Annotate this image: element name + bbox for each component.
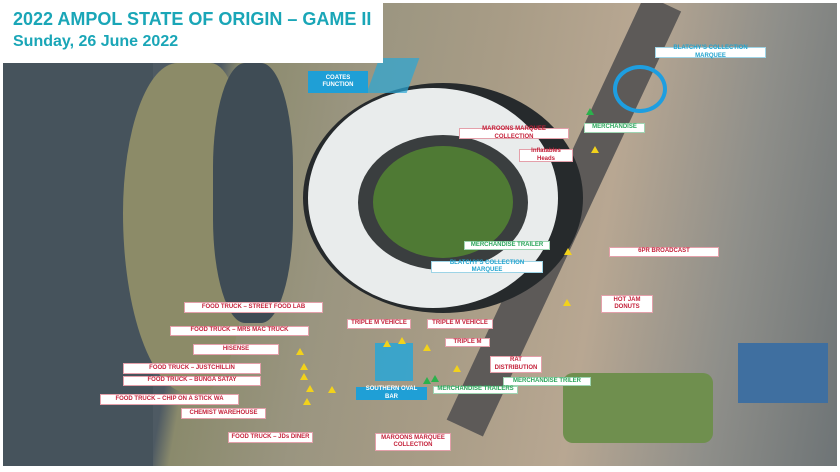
playing-oval — [373, 146, 513, 258]
label-chemist-warehouse: CHEMIST WAREHOUSE — [181, 408, 266, 419]
label-merch-trailer: MERCHANDISE TRAILER — [464, 241, 550, 250]
label-6pr-broadcast: 6PR BROADCAST — [609, 247, 719, 257]
label-chip-on-a-stick: FOOD TRUCK – CHIP ON A STICK WA — [100, 394, 239, 405]
label-blatchys-low: BLATCHY'S COLLECTION MARQUEE — [431, 260, 543, 273]
southern-oval-bar-area — [375, 343, 413, 381]
tennis-courts — [738, 343, 828, 403]
warning-marker-icon — [303, 398, 311, 405]
label-inflatables: Inflatables Heads — [519, 148, 573, 162]
label-hisense: HISENSE — [193, 344, 279, 355]
warning-marker-icon — [423, 344, 431, 351]
label-street-food-lab: FOOD TRUCK – STREET FOOD LAB — [184, 302, 323, 313]
label-southern-oval-bar: SOUTHERN OVAL BAR — [356, 386, 427, 400]
merch-marker-icon — [586, 108, 594, 115]
highlight-circle — [613, 65, 667, 113]
venue-map: 2022 AMPOL STATE OF ORIGIN – GAME II Sun… — [3, 3, 837, 466]
warning-marker-icon — [563, 299, 571, 306]
warning-marker-icon — [306, 385, 314, 392]
label-hot-jam-donuts: HOT JAM DONUTS — [601, 295, 653, 313]
warning-marker-icon — [453, 365, 461, 372]
warning-marker-icon — [300, 373, 308, 380]
label-maroons-low: MAROONS MARQUEE COLLECTION — [375, 433, 451, 451]
label-bunga-satay: FOOD TRUCK – BUNGA SATAY — [123, 376, 261, 386]
label-coates-function: COATES FUNCTION — [308, 71, 368, 93]
warning-marker-icon — [398, 337, 406, 344]
lake-water — [213, 63, 293, 323]
label-mrs-mac-truck: FOOD TRUCK – MRS MAC TRUCK — [170, 326, 309, 336]
label-jds-diner: FOOD TRUCK – JDs DINER — [228, 432, 313, 443]
label-merch-triler: MERCHANDISE TRILER — [503, 377, 591, 386]
event-date: Sunday, 26 June 2022 — [13, 33, 179, 50]
warning-marker-icon — [591, 146, 599, 153]
title-block: 2022 AMPOL STATE OF ORIGIN – GAME II Sun… — [3, 3, 383, 63]
label-triple-m-vehicle-1: TRIPLE M VEHICLE — [347, 319, 411, 329]
label-maroons-top: MAROONS MARQUEE COLLECTION — [459, 126, 569, 140]
warning-marker-icon — [328, 386, 336, 393]
label-blatchys-top: BLATCHY'S COLLECTION MARQUEE — [655, 45, 766, 59]
warning-marker-icon — [296, 348, 304, 355]
warning-marker-icon — [383, 340, 391, 347]
label-justchillin: FOOD TRUCK – JUSTCHILLIN — [123, 363, 261, 374]
merch-marker-icon — [431, 375, 439, 382]
event-title: 2022 AMPOL STATE OF ORIGIN – GAME II — [13, 9, 372, 29]
warning-marker-icon — [564, 248, 572, 255]
label-merch-trailers: MERCHANDISE TRAILERS — [433, 386, 518, 394]
label-rat-distribution: RAT DISTRIBUTION — [490, 356, 542, 373]
label-triple-m-vehicle-2: TRIPLE M VEHICLE — [427, 319, 493, 329]
label-merchandise: MERCHANDISE — [584, 123, 645, 133]
merch-marker-icon — [423, 377, 431, 384]
warning-marker-icon — [300, 363, 308, 370]
label-triple-m: TRIPLE M — [445, 338, 490, 347]
